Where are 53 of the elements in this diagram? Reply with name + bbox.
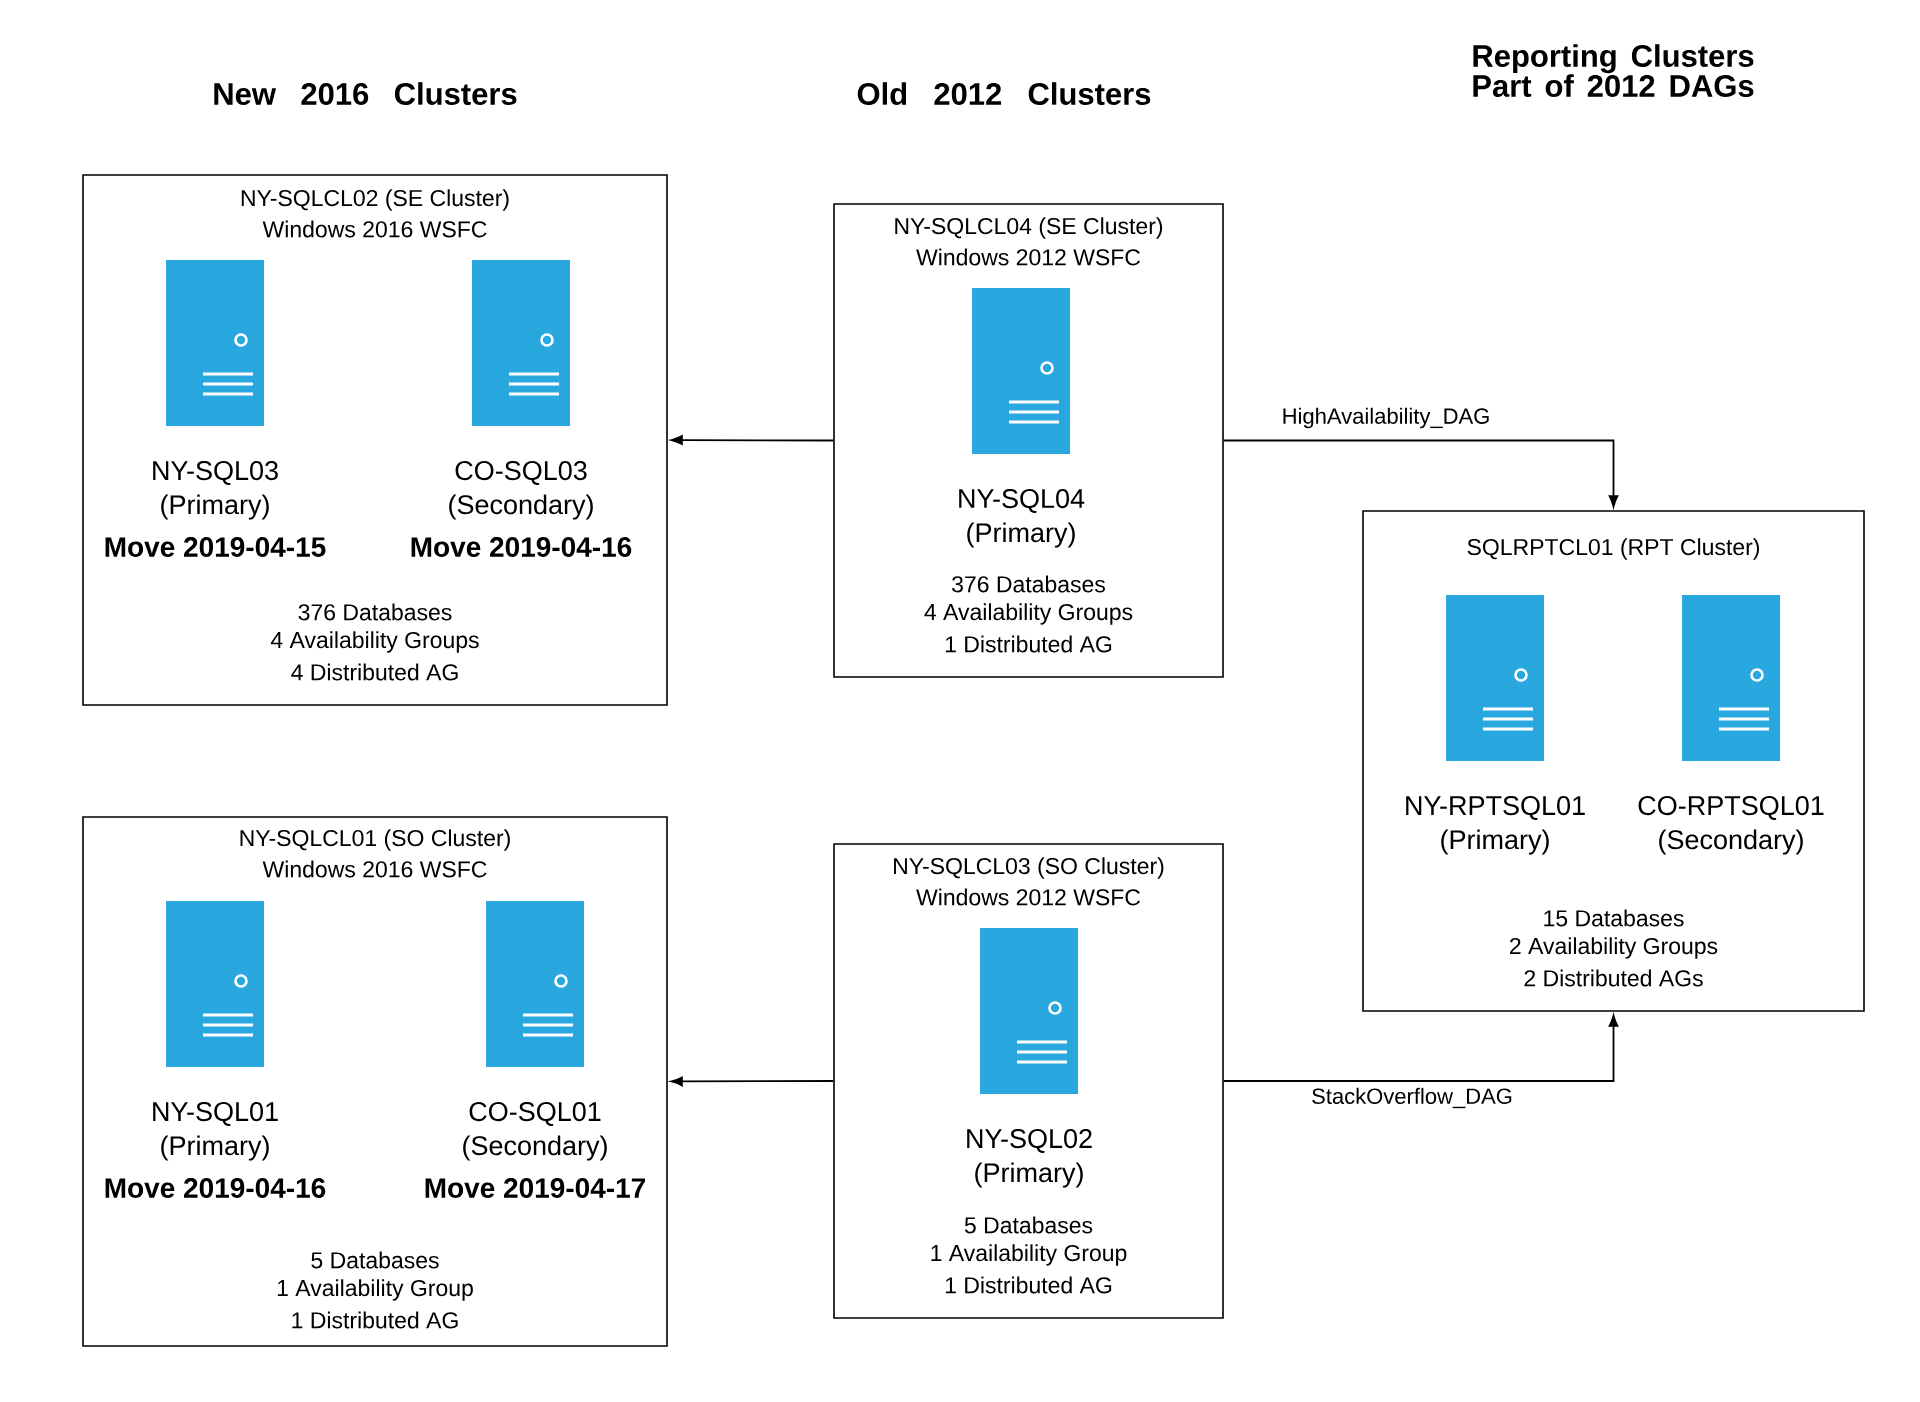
server-name: NY-SQL02 — [967, 1129, 1092, 1153]
cluster-title: SQLRPTCL01 (RPT Cluster) — [1467, 538, 1760, 560]
cluster-stats: 1 Availability Group — [277, 1279, 473, 1301]
edge-label: StackOverflow_DAG — [1309, 1085, 1515, 1111]
server-name: CO-SQL03 — [455, 461, 587, 485]
cluster-stats: 1 Distributed AG — [945, 1276, 1112, 1294]
column-heading: Old 2012 Clusters — [857, 82, 1151, 105]
server-name: NY-SQL01 — [153, 1102, 278, 1126]
cluster-stats: 4 Availability Groups — [924, 603, 1133, 625]
server-name: NY-RPTSQL01 — [1406, 796, 1585, 820]
arrow — [670, 435, 835, 445]
cluster-stats: 2 Distributed AGs — [1524, 969, 1703, 987]
cluster-stats: 4 Distributed AG — [291, 663, 458, 681]
move-date: Move 2019-04-16 — [105, 1178, 326, 1198]
cluster-stats: 1 Distributed AG — [945, 635, 1112, 653]
arrow — [1222, 439, 1619, 508]
cluster-title: Windows 2016 WSFC — [262, 220, 487, 238]
server-name: NY-SQL04 — [959, 489, 1085, 513]
cluster-title: Windows 2012 WSFC — [916, 888, 1141, 906]
cluster-title: Windows 2012 WSFC — [916, 248, 1141, 266]
move-date: Move 2019-04-15 — [105, 537, 326, 557]
server-name: CO-RPTSQL01 — [1638, 796, 1824, 820]
cluster-title: NY-SQLCL03 (SO Cluster) — [894, 857, 1164, 879]
cluster-stats: 5 Databases — [311, 1251, 439, 1269]
move-date: Move 2019-04-17 — [425, 1178, 645, 1198]
arrow — [670, 1076, 835, 1087]
cluster-stats: 15 Databases — [1544, 909, 1684, 927]
column-heading: Reporting Clusters Part of 2012 DAGs — [1473, 44, 1754, 97]
cluster-stats: 1 Distributed AG — [292, 1311, 458, 1329]
column-heading: New 2016 Clusters — [214, 82, 517, 105]
cluster-stats: 376 Databases — [952, 575, 1105, 593]
move-date: Move 2019-04-16 — [411, 537, 632, 557]
server-name: (Primary) — [161, 494, 269, 520]
server-name: (Secondary) — [449, 494, 593, 520]
cluster-title: Windows 2016 WSFC — [262, 860, 487, 878]
cluster-title: NY-SQLCL02 (SE Cluster) — [241, 189, 509, 211]
cluster-title: NY-SQLCL01 (SO Cluster) — [240, 829, 510, 851]
arrow — [1222, 1014, 1619, 1082]
cluster-stats: 1 Availability Group — [931, 1244, 1127, 1266]
server-name: (Primary) — [967, 522, 1075, 548]
cluster-title: NY-SQLCL04 (SE Cluster) — [895, 217, 1163, 239]
server-name: (Secondary) — [463, 1135, 607, 1161]
cluster-stats: 4 Availability Groups — [270, 631, 479, 653]
server-name: CO-SQL01 — [469, 1102, 601, 1126]
cluster-stats: 5 Databases — [964, 1216, 1093, 1234]
server-name: (Primary) — [975, 1162, 1083, 1188]
server-name: NY-SQL03 — [153, 461, 278, 485]
server-name: (Primary) — [161, 1135, 269, 1161]
cluster-stats: 376 Databases — [298, 603, 452, 621]
cluster-stats: 2 Availability Groups — [1510, 937, 1718, 959]
edge-label: HighAvailability_DAG — [1279, 405, 1493, 431]
server-name: (Primary) — [1441, 829, 1549, 855]
server-name: (Secondary) — [1659, 829, 1803, 855]
